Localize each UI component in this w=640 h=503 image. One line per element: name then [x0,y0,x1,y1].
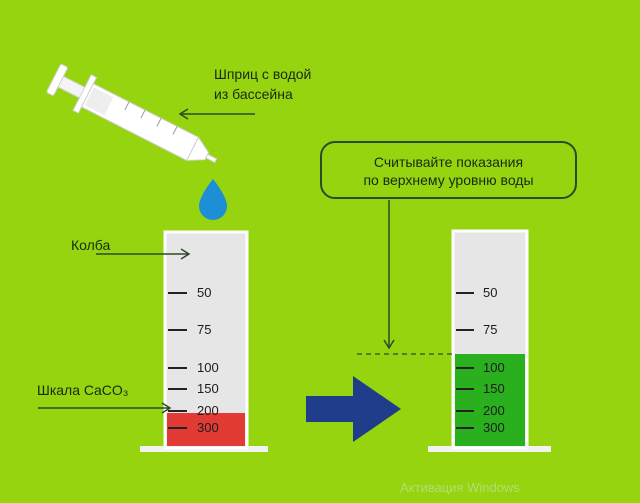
instruction-line-1: Считывайте показания [373,154,524,170]
right-tick-label: 100 [483,360,505,375]
instruction-line-2: по верхнему уровню воды [363,172,534,188]
left-tick-label: 75 [197,322,212,337]
left-flask [140,230,268,452]
right-tick-label: 300 [483,420,505,435]
syringe-label-line-2: из бассейна [214,86,293,102]
left-flask-liquid [167,413,245,446]
left-tick-label: 300 [197,420,219,435]
left-tick-label: 200 [197,403,219,418]
scale-pointer-arrow [38,402,172,414]
right-flask [428,229,551,452]
windows-activation-watermark: Активация Windows [400,480,520,495]
scale-label: Шкала CaCO₃ [37,382,129,398]
flask-pointer-arrow [96,248,191,260]
right-tick-label: 200 [483,403,505,418]
flask-label: Колба [71,237,111,253]
right-tick-label: 50 [483,285,498,300]
callout-pointer-arrow [383,200,395,350]
water-drop-icon [199,179,227,220]
instruction-callout: Считывайте показания по верхнему уровню … [320,141,577,199]
left-tick-label: 50 [197,285,212,300]
syringe-pointer-arrow [178,108,255,120]
syringe-icon [46,63,218,164]
right-flask-liquid [455,354,525,446]
right-tick-label: 150 [483,381,505,396]
right-tick-label: 75 [483,322,498,337]
transition-arrow [306,376,401,442]
left-tick-label: 150 [197,381,219,396]
syringe-label-line-1: Шприц с водой [214,66,312,82]
left-tick-label: 100 [197,360,219,375]
